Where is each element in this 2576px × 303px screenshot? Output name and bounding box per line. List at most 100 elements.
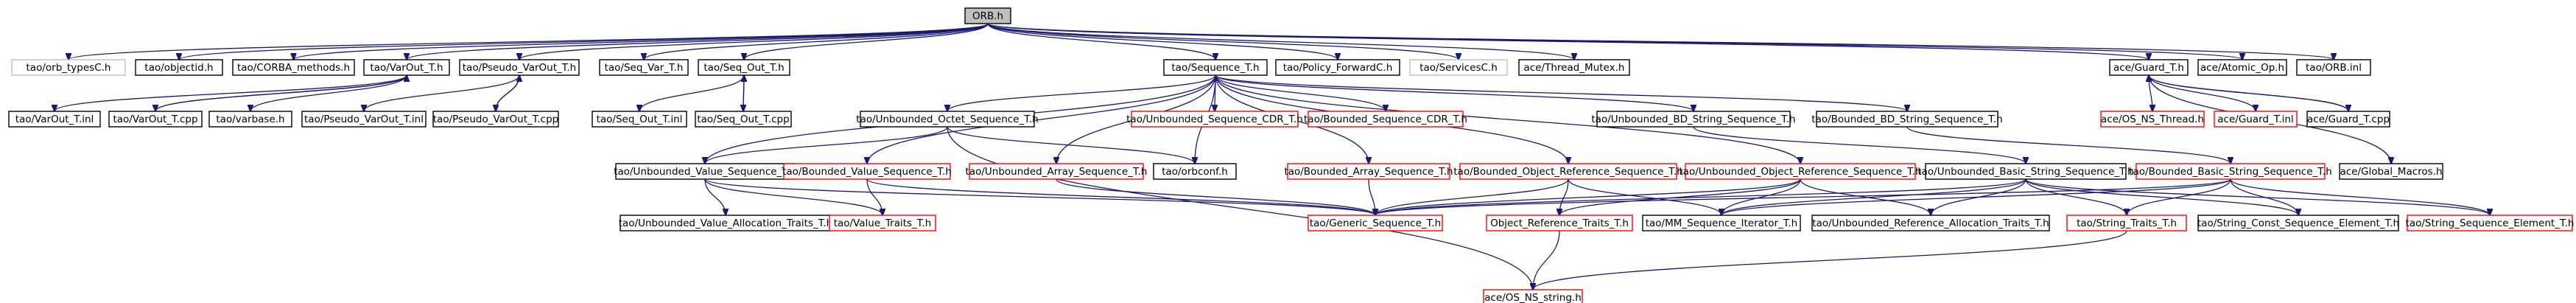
node-label-tao-objectid-h: tao/objectid.h bbox=[144, 62, 213, 74]
node-tao-policy-forwardc-h[interactable]: tao/Policy_ForwardC.h bbox=[1275, 59, 1400, 76]
node-tao-corba-methods-h[interactable]: tao/CORBA_methods.h bbox=[232, 59, 355, 76]
node-box-tao-sequence-t-h bbox=[1163, 59, 1268, 76]
node-label-tao-pseudo-varout-t-h: tao/Pseudo_VarOut_T.h bbox=[463, 62, 576, 74]
node-box-tao-string-traits-t-h bbox=[2066, 215, 2187, 231]
node-tao-pseudo-varout-t-h[interactable]: tao/Pseudo_VarOut_T.h bbox=[459, 59, 580, 76]
node-tao-seq-out-t-inl[interactable]: tao/Seq_Out_T.inl bbox=[592, 111, 687, 128]
edge-tao-seq-out-t-h-to-tao-seq-out-t-inl bbox=[639, 74, 745, 111]
edge-tao-bounded-value-sequence-t-h-to-tao-generic-sequence-t-h bbox=[866, 178, 1375, 215]
node-label-tao-sequence-t-h: tao/Sequence_T.h bbox=[1171, 62, 1259, 74]
node-ace-global-macros-h[interactable]: ace/Global_Macros.h bbox=[2339, 163, 2443, 180]
node-tao-seq-var-t-h[interactable]: tao/Seq_Var_T.h bbox=[599, 59, 689, 76]
node-box-tao-bounded-value-sequence-t-h bbox=[783, 163, 951, 180]
node-label-tao-string-const-sequence-element-t-h: tao/String_Const_Sequence_Element_T.h bbox=[2197, 217, 2399, 229]
node-tao-unbounded-array-sequence-t-h[interactable]: tao/Unbounded_Array_Sequence_T.h bbox=[966, 163, 1148, 180]
node-object-reference-traits-t-h[interactable]: Object_Reference_Traits_T.h bbox=[1486, 215, 1633, 231]
node-tao-varout-t-h[interactable]: tao/VarOut_T.h bbox=[363, 59, 450, 76]
node-label-tao-unbounded-array-sequence-t-h: tao/Unbounded_Array_Sequence_T.h bbox=[966, 166, 1148, 178]
node-label-tao-value-traits-t-h: tao/Value_Traits_T.h bbox=[834, 217, 932, 229]
node-box-tao-unbounded-reference-allocation-traits-t-h bbox=[1811, 215, 2050, 231]
edge-tao-bounded-value-sequence-t-h-to-tao-value-traits-t-h bbox=[866, 178, 882, 215]
node-tao-unbounded-value-sequence-t-h[interactable]: tao/Unbounded_Value_Sequence_T.h bbox=[614, 163, 796, 180]
node-ace-atomic-op-h[interactable]: ace/Atomic_Op.h bbox=[2197, 59, 2287, 76]
edge-tao-sequence-t-h-to-tao-bounded-bd-string-sequence-t-h bbox=[1215, 74, 1907, 111]
node-tao-mm-sequence-iterator-t-h[interactable]: tao/MM_Sequence_Iterator_T.h bbox=[1642, 215, 1801, 231]
node-box-tao-varout-t-inl bbox=[8, 111, 101, 128]
node-tao-varout-t-cpp[interactable]: tao/VarOut_T.cpp bbox=[108, 111, 203, 128]
node-box-tao-orb-typesc-h bbox=[11, 59, 126, 76]
node-box-tao-mm-sequence-iterator-t-h bbox=[1642, 215, 1801, 231]
edge-tao-sequence-t-h-to-tao-unbounded-object-reference-sequence-t-h bbox=[1215, 74, 1800, 164]
node-box-tao-bounded-array-sequence-t-h bbox=[1287, 163, 1450, 180]
node-tao-bounded-bd-string-sequence-t-h[interactable]: tao/Bounded_BD_String_Sequence_T.h bbox=[1811, 111, 2003, 128]
node-tao-unbounded-basic-string-sequence-t-h[interactable]: tao/Unbounded_Basic_String_Sequence_T.h bbox=[1917, 163, 2134, 180]
node-tao-objectid-h[interactable]: tao/objectid.h bbox=[135, 59, 223, 76]
node-box-ace-os-ns-string-h bbox=[1483, 289, 1583, 303]
node-label-ace-atomic-op-h: ace/Atomic_Op.h bbox=[2200, 62, 2284, 74]
node-ace-os-ns-string-h[interactable]: ace/OS_NS_string.h bbox=[1483, 289, 1583, 303]
edge-tao-unbounded-bd-string-sequence-t-h-to-tao-unbounded-basic-string-sequence-t-h bbox=[1693, 126, 2026, 164]
node-tao-bounded-value-sequence-t-h[interactable]: tao/Bounded_Value_Sequence_T.h bbox=[782, 163, 952, 180]
node-tao-unbounded-bd-string-sequence-t-h[interactable]: tao/Unbounded_BD_String_Sequence_T.h bbox=[1591, 111, 1796, 128]
node-tao-unbounded-object-reference-sequence-t-h[interactable]: tao/Unbounded_Object_Reference_Sequence_… bbox=[1679, 163, 1922, 180]
node-tao-bounded-array-sequence-t-h[interactable]: tao/Bounded_Array_Sequence_T.h bbox=[1284, 163, 1453, 180]
edge-tao-unbounded-basic-string-sequence-t-h-to-tao-string-traits-t-h bbox=[2025, 178, 2127, 215]
node-tao-sequence-t-h[interactable]: tao/Sequence_T.h bbox=[1163, 59, 1268, 76]
edge-tao-bounded-object-reference-sequence-t-h-to-tao-generic-sequence-t-h bbox=[1375, 178, 1569, 215]
edge-tao-varout-t-cpp-to-tao-varout-t-h bbox=[155, 75, 407, 112]
node-tao-seq-out-t-cpp[interactable]: tao/Seq_Out_T.cpp bbox=[695, 111, 792, 128]
node-box-tao-unbounded-object-reference-sequence-t-h bbox=[1685, 163, 1916, 180]
node-tao-orbconf-h[interactable]: tao/orbconf.h bbox=[1153, 163, 1237, 180]
node-box-tao-orb-inl bbox=[2296, 59, 2371, 76]
node-tao-pseudo-varout-t-cpp[interactable]: tao/Pseudo_VarOut_T.cpp bbox=[432, 111, 559, 128]
node-box-tao-servicesc-h bbox=[1409, 59, 1508, 76]
node-box-tao-unbounded-basic-string-sequence-t-h bbox=[1925, 163, 2127, 180]
node-tao-bounded-sequence-cdr-t-h[interactable]: tao/Bounded_Sequence_CDR_T.h bbox=[1304, 111, 1467, 128]
node-label-tao-bounded-bd-string-sequence-t-h: tao/Bounded_BD_String_Sequence_T.h bbox=[1811, 114, 2002, 125]
node-label-ace-global-macros-h: ace/Global_Macros.h bbox=[2340, 166, 2442, 178]
edge-tao-unbounded-object-reference-sequence-t-h-to-object-reference-traits-t-h bbox=[1559, 178, 1801, 215]
node-box-tao-objectid-h bbox=[135, 59, 223, 76]
edge-tao-sequence-t-h-to-tao-unbounded-bd-string-sequence-t-h bbox=[1215, 74, 1694, 111]
edge-orb-h-to-tao-seq-out-t-h bbox=[744, 23, 989, 60]
edge-tao-sequence-t-h-to-tao-bounded-value-sequence-t-h bbox=[867, 74, 1216, 164]
edge-tao-unbounded-object-reference-sequence-t-h-to-tao-generic-sequence-t-h bbox=[1375, 178, 1801, 215]
node-tao-unbounded-reference-allocation-traits-t-h[interactable]: tao/Unbounded_Reference_Allocation_Trait… bbox=[1811, 215, 2050, 231]
node-tao-value-traits-t-h[interactable]: tao/Value_Traits_T.h bbox=[829, 215, 936, 231]
edge-tao-pseudo-varout-t-cpp-to-tao-pseudo-varout-t-h bbox=[495, 75, 519, 112]
node-tao-string-sequence-element-t-h[interactable]: tao/String_Sequence_Element_T.h bbox=[2406, 215, 2575, 231]
edge-tao-bounded-array-sequence-t-h-to-tao-generic-sequence-t-h bbox=[1368, 178, 1375, 215]
node-tao-unbounded-sequence-cdr-t-h[interactable]: tao/Unbounded_Sequence_CDR_T.h bbox=[1126, 111, 1303, 128]
node-tao-bounded-basic-string-sequence-t-h[interactable]: tao/Bounded_Basic_String_Sequence_T.h bbox=[2129, 163, 2332, 180]
node-ace-thread-mutex-h[interactable]: ace/Thread_Mutex.h bbox=[1518, 59, 1630, 76]
node-label-tao-string-traits-t-h: tao/String_Traits_T.h bbox=[2077, 217, 2177, 229]
edge-orb-h-to-tao-sequence-t-h bbox=[987, 23, 1215, 60]
node-tao-seq-out-t-h[interactable]: tao/Seq_Out_T.h bbox=[698, 59, 790, 76]
node-label-tao-unbounded-sequence-cdr-t-h: tao/Unbounded_Sequence_CDR_T.h bbox=[1126, 114, 1303, 125]
node-ace-guard-t-inl[interactable]: ace/Guard_T.inl bbox=[2214, 111, 2298, 128]
node-ace-os-ns-thread-h[interactable]: ace/OS_NS_Thread.h bbox=[2100, 111, 2205, 128]
node-tao-unbounded-octet-sequence-t-h[interactable]: tao/Unbounded_Octet_Sequence_T.h bbox=[856, 111, 1039, 128]
node-box-tao-bounded-object-reference-sequence-t-h bbox=[1459, 163, 1677, 180]
node-orb-h[interactable]: ORB.h bbox=[964, 7, 1011, 24]
edge-tao-seq-out-t-cpp-to-tao-seq-out-t-h bbox=[743, 75, 744, 112]
edge-tao-unbounded-value-sequence-t-h-to-tao-value-traits-t-h bbox=[704, 178, 882, 215]
node-tao-varbase-h[interactable]: tao/varbase.h bbox=[208, 111, 292, 128]
node-tao-bounded-object-reference-sequence-t-h[interactable]: tao/Bounded_Object_Reference_Sequence_T.… bbox=[1453, 163, 1683, 180]
node-tao-generic-sequence-t-h[interactable]: tao/Generic_Sequence_T.h bbox=[1308, 215, 1443, 231]
node-ace-guard-t-cpp[interactable]: ace/Guard_T.cpp bbox=[2306, 111, 2390, 128]
node-tao-orb-inl[interactable]: tao/ORB.inl bbox=[2296, 59, 2371, 76]
node-tao-string-traits-t-h[interactable]: tao/String_Traits_T.h bbox=[2066, 215, 2187, 231]
node-tao-varout-t-inl[interactable]: tao/VarOut_T.inl bbox=[8, 111, 101, 128]
node-label-ace-guard-t-h: ace/Guard_T.h bbox=[2113, 62, 2184, 74]
node-box-ace-thread-mutex-h bbox=[1518, 59, 1630, 76]
node-box-ace-os-ns-thread-h bbox=[2100, 111, 2205, 128]
node-label-tao-orb-typesc-h: tao/orb_typesC.h bbox=[27, 62, 111, 74]
node-tao-pseudo-varout-t-inl[interactable]: tao/Pseudo_VarOut_T.inl bbox=[301, 111, 427, 128]
node-box-tao-generic-sequence-t-h bbox=[1308, 215, 1443, 231]
node-label-tao-pseudo-varout-t-inl: tao/Pseudo_VarOut_T.inl bbox=[304, 114, 424, 125]
node-tao-unbounded-value-allocation-traits-t-h[interactable]: tao/Unbounded_Value_Allocation_Traits_T.… bbox=[619, 215, 832, 231]
node-ace-guard-t-h[interactable]: ace/Guard_T.h bbox=[2109, 59, 2189, 76]
node-tao-string-const-sequence-element-t-h[interactable]: tao/String_Const_Sequence_Element_T.h bbox=[2197, 215, 2399, 231]
